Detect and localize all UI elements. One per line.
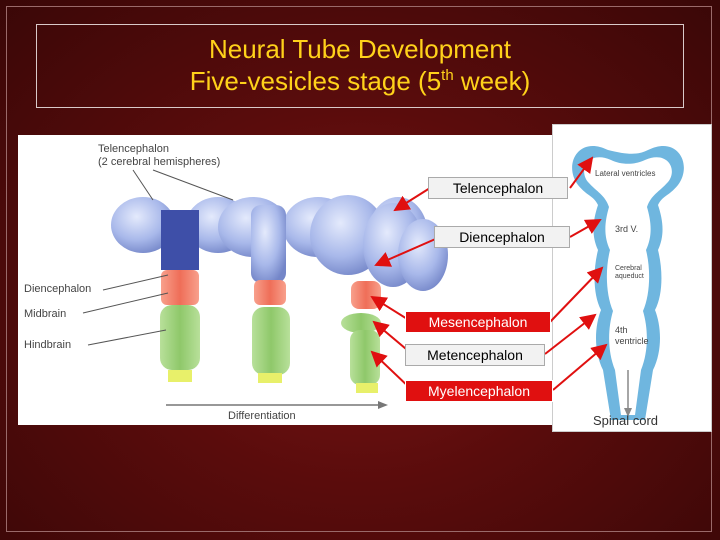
tag-myelencephalon: Myelencephalon (405, 380, 553, 402)
tag-telencephalon: Telencephalon (428, 177, 568, 199)
arrow-telencephalon-right (570, 158, 592, 188)
arrow-mesencephalon-right (550, 268, 602, 322)
arrow-myelencephalon-right (553, 345, 606, 390)
arrow-metencephalon-right (545, 315, 595, 354)
arrow-diencephalon-right (570, 220, 600, 237)
arrow-telencephalon-left (395, 188, 430, 210)
tag-metencephalon: Metencephalon (405, 344, 545, 366)
tag-diencephalon: Diencephalon (434, 226, 570, 248)
arrow-diencephalon-left (376, 237, 440, 265)
tag-mesencephalon: Mesencephalon (405, 311, 551, 333)
